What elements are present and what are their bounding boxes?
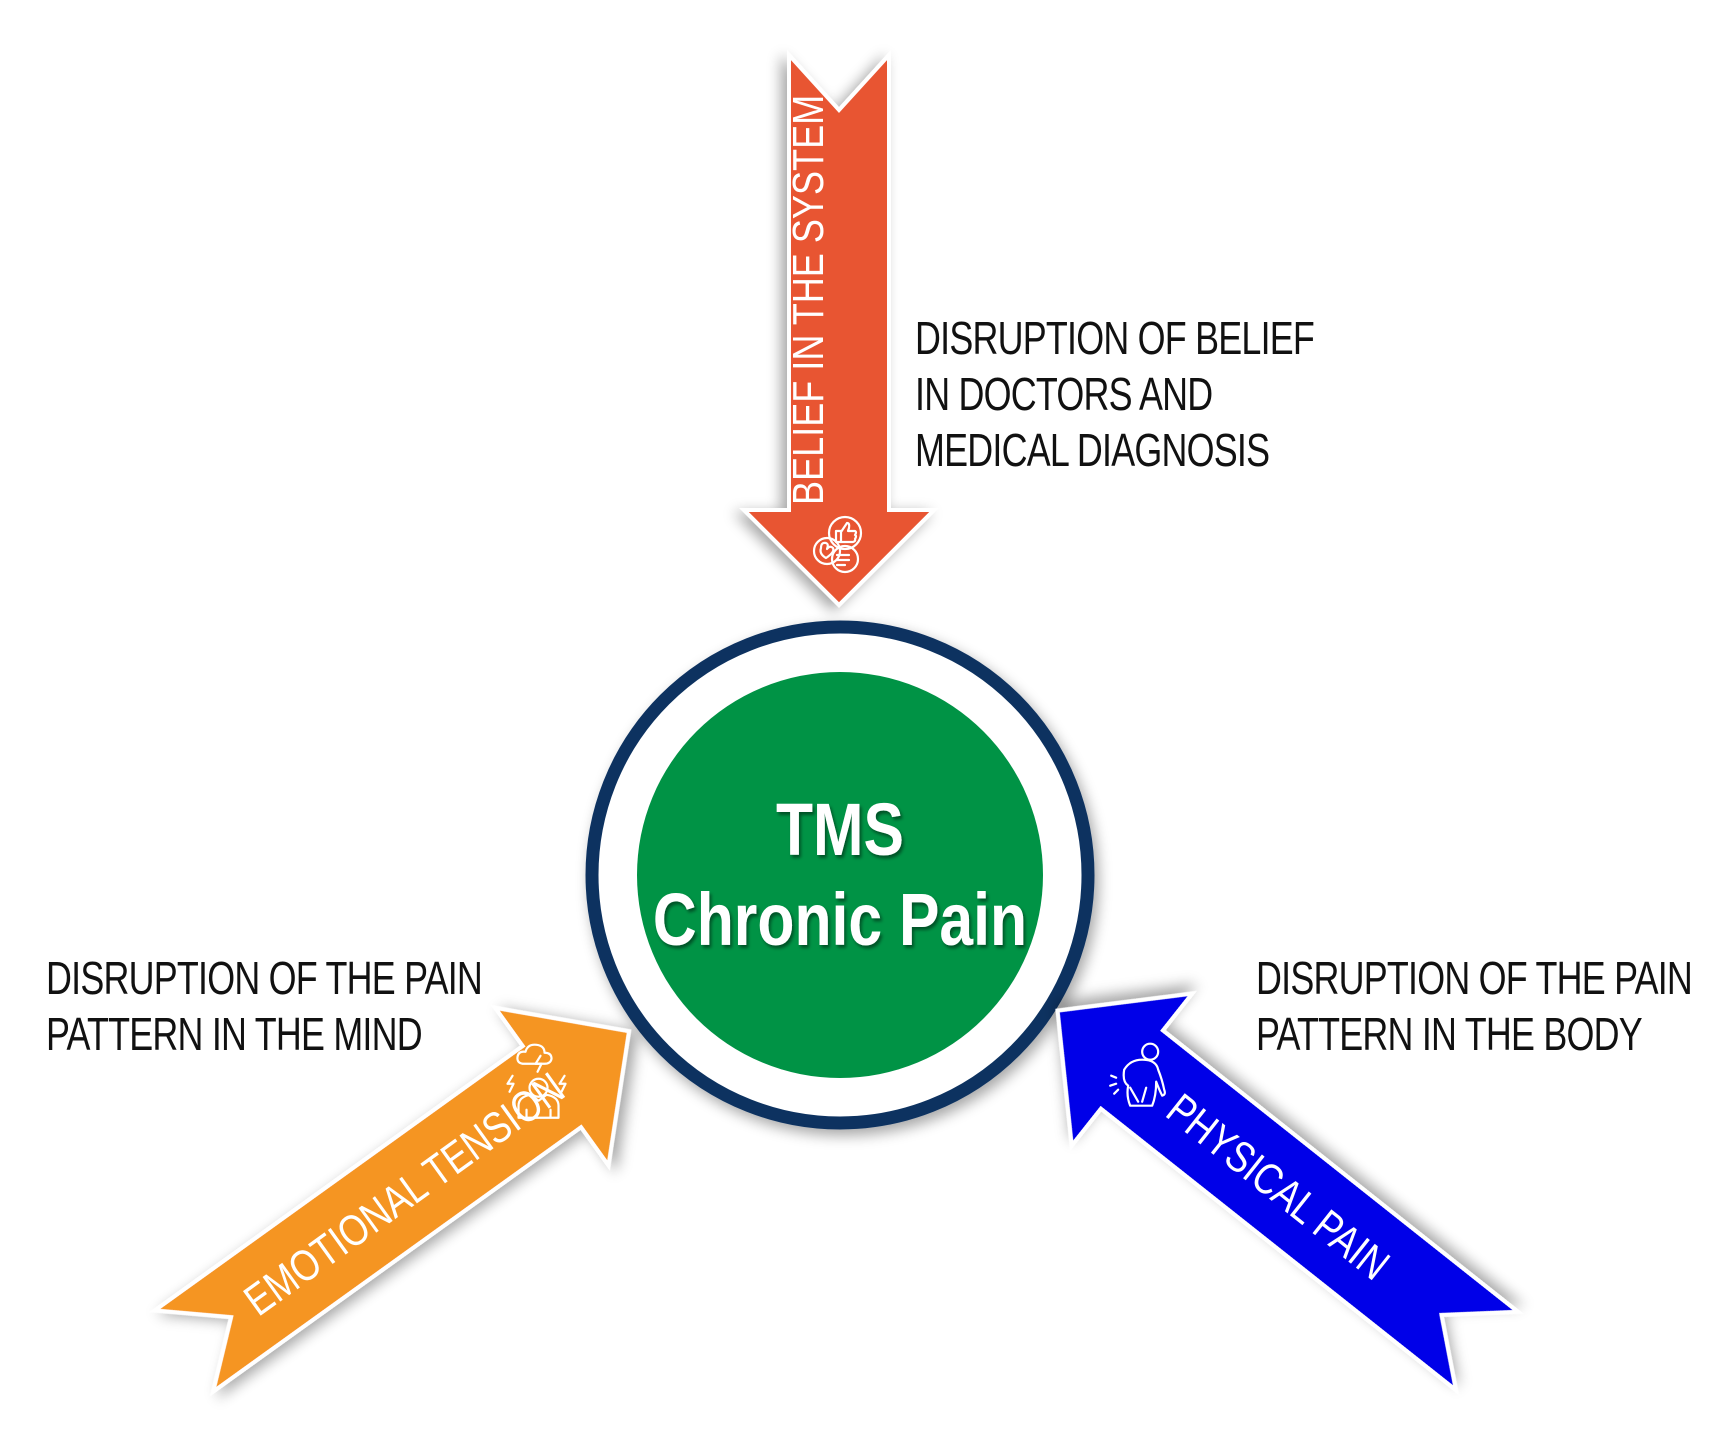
caption-line: DISRUPTION OF THE PAIN [46, 952, 483, 1004]
caption-line: DISRUPTION OF THE PAIN [1256, 952, 1693, 1004]
caption-line: PATTERN IN THE BODY [1256, 1008, 1643, 1060]
caption-line: IN DOCTORS AND [915, 368, 1213, 420]
thumbs-up-heart-chat-icon [812, 515, 863, 574]
arrow-shape [1055, 991, 1524, 1396]
caption-belief: DISRUPTION OF BELIEF IN DOCTORS AND MEDI… [915, 310, 1315, 478]
center-title-line2: Chronic Pain [653, 879, 1027, 961]
caption-emotional: DISRUPTION OF THE PAIN PATTERN IN THE MI… [46, 950, 483, 1062]
center-circle [637, 672, 1043, 1078]
caption-line: DISRUPTION OF BELIEF [915, 312, 1315, 364]
back-pain-person-icon [1109, 1042, 1166, 1107]
caption-line: PATTERN IN THE MIND [46, 1008, 423, 1060]
arrow-shape [149, 1005, 632, 1397]
caption-line: MEDICAL DIAGNOSIS [915, 424, 1270, 476]
center-hub [585, 620, 1095, 1130]
arrow-label: EMOTIONAL TENSION [235, 1063, 573, 1325]
caption-physical: DISRUPTION OF THE PAIN PATTERN IN THE BO… [1256, 950, 1693, 1062]
center-title-line1: TMS [776, 789, 904, 871]
arrow-label: BELIEF IN THE SYSTEM [784, 95, 833, 505]
stressed-person-storm-icon [506, 1043, 567, 1119]
arrow-belief-in-the-system: BELIEF IN THE SYSTEM [739, 49, 939, 608]
arrow-shape [739, 49, 939, 608]
